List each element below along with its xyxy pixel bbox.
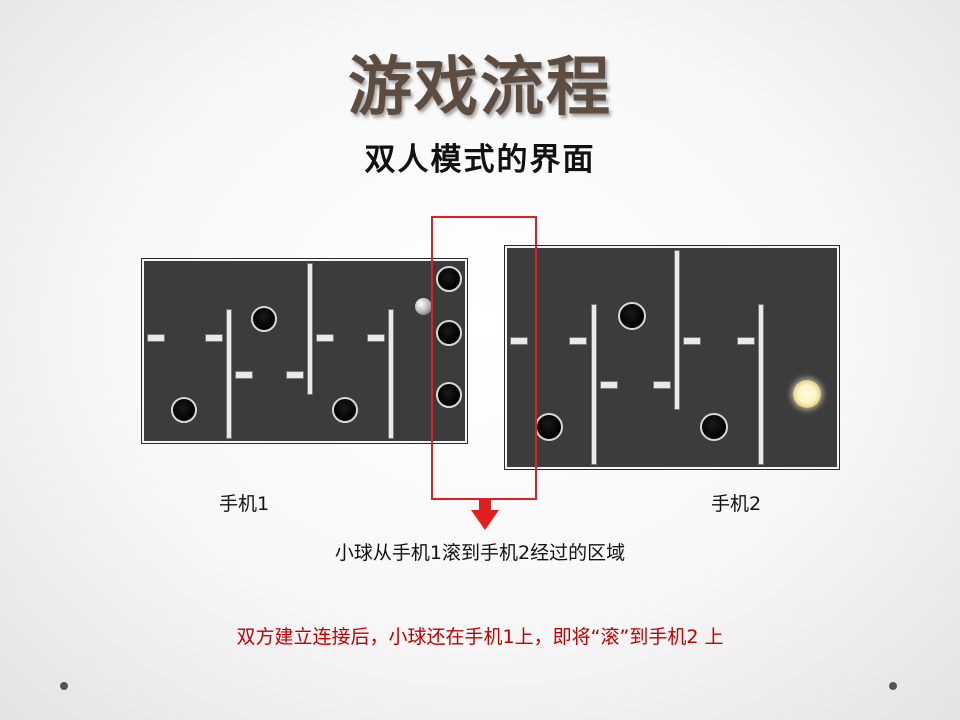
maze-wall (367, 334, 385, 342)
maze-wall (205, 334, 223, 342)
maze-hole (251, 306, 277, 332)
maze-wall (569, 337, 587, 345)
maze-hole (436, 320, 462, 346)
region-caption: 小球从手机1滚到手机2经过的区域 (334, 542, 626, 564)
maze-hole (436, 382, 462, 408)
maze-hole (436, 266, 462, 292)
phone2-game-board (505, 246, 839, 469)
rolling-ball (415, 298, 432, 315)
maze-wall (235, 371, 253, 379)
maze-wall (286, 371, 304, 379)
maze-wall (674, 250, 680, 410)
slide-title: 游戏流程 (348, 51, 612, 125)
phone2-label: 手机2 (711, 493, 762, 515)
glowing-target-ball (793, 380, 821, 408)
maze-wall (737, 337, 755, 345)
bottom-note: 双方建立连接后，小球还在手机1上，即将“滚”到手机2 上 (236, 626, 724, 648)
maze-wall (600, 381, 618, 389)
maze-wall (226, 309, 232, 439)
maze-wall (510, 337, 528, 345)
decorative-dot (889, 682, 897, 690)
maze-wall (758, 304, 764, 465)
slide-subtitle: 双人模式的界面 (364, 142, 596, 178)
maze-hole (700, 413, 728, 441)
maze-hole (171, 397, 197, 423)
maze-wall (653, 381, 671, 389)
maze-wall (316, 334, 334, 342)
maze-hole (618, 302, 646, 330)
maze-wall (147, 334, 165, 342)
phone1-label: 手机1 (219, 493, 270, 515)
maze-hole (332, 397, 358, 423)
maze-hole (535, 413, 563, 441)
transfer-region-highlight (431, 216, 537, 500)
maze-wall (683, 337, 701, 345)
maze-wall (388, 309, 394, 439)
decorative-dot (60, 682, 68, 690)
maze-wall (591, 304, 597, 465)
phone1-game-board (142, 259, 467, 443)
maze-wall (307, 263, 313, 395)
arrow-down-icon (471, 500, 499, 530)
